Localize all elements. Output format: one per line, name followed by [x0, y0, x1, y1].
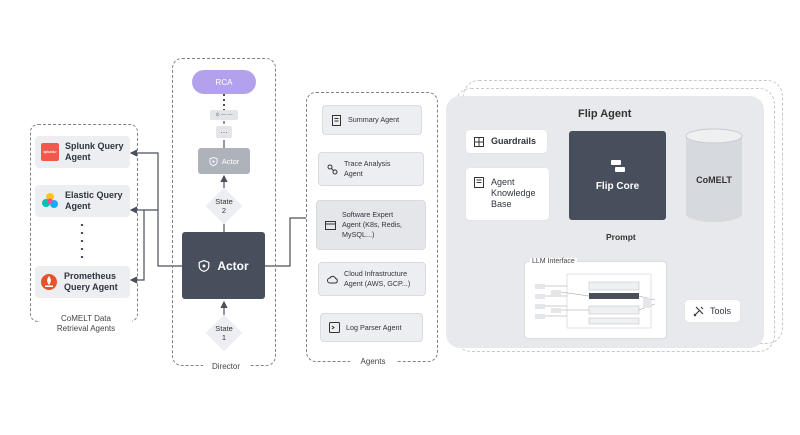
knowledge-base-box[interactable]: Agent Knowledge Base [466, 168, 549, 220]
agents-label: Agents [350, 357, 396, 366]
cloud-infrastructure-agent-label: Cloud Infrastructure Agent (AWS, GCP...) [344, 269, 411, 288]
elastic-query-agent-label: Elastic Query Agent [65, 190, 123, 211]
small-actor-node[interactable]: Actor [198, 148, 250, 174]
comelt-database[interactable] [685, 128, 743, 224]
prompt-label: Prompt [604, 232, 638, 242]
llm-interface-thumbnail [535, 273, 656, 329]
llm-interface-box[interactable] [525, 262, 666, 338]
flip-logo-icon [610, 160, 625, 172]
splunk-query-agent-label: Splunk Query Agent [65, 141, 124, 162]
llm-interface-label: LLM Interface [530, 258, 577, 265]
prometheus-query-agent[interactable]: Prometheus Query Agent [35, 266, 130, 298]
software-expert-agent-label: Software Expert Agent (K8s, Redis, MySQL… [342, 210, 402, 239]
tools-icon [693, 306, 704, 316]
guardrails-label: Guardrails [491, 136, 537, 146]
splunk-query-agent[interactable]: splunk> Splunk Query Agent [35, 136, 130, 168]
actor-to-agents-line [265, 217, 306, 267]
splunk-logo: splunk> [41, 143, 59, 161]
state-2-label: State 2 [215, 197, 233, 215]
terminal-icon [329, 322, 340, 333]
elastic-logo-icon [42, 193, 58, 208]
trace-icon [327, 164, 338, 174]
trace-analysis-agent[interactable]: Trace Analysis Agent [318, 152, 424, 186]
retrieval-agents-label: CoMELT Data Retrieval Agents [40, 314, 132, 334]
actor-label: Actor [217, 258, 249, 273]
flip-core-box[interactable]: Flip Core [569, 131, 666, 220]
guardrails-box[interactable]: Guardrails [466, 130, 547, 153]
director-label: Director [203, 362, 249, 371]
document-icon [332, 114, 341, 126]
grid-icon [474, 136, 484, 147]
prometheus-logo-icon [41, 274, 57, 290]
cloud-infrastructure-agent[interactable]: Cloud Infrastructure Agent (AWS, GCP...) [318, 262, 426, 296]
rca-node[interactable]: RCA [192, 70, 256, 94]
flip-core-label: Flip Core [595, 181, 640, 192]
state-1-label: State 1 [215, 324, 233, 342]
book-icon [474, 177, 484, 188]
shield-icon [198, 259, 210, 272]
tools-box[interactable]: Tools [685, 300, 740, 322]
window-icon [325, 220, 336, 230]
software-expert-agent[interactable]: Software Expert Agent (K8s, Redis, MySQL… [316, 200, 426, 250]
trace-analysis-agent-label: Trace Analysis Agent [344, 159, 391, 178]
actor-node[interactable]: Actor [182, 232, 265, 299]
elastic-query-agent[interactable]: Elastic Query Agent [35, 185, 130, 217]
ellipsis-node: … [216, 126, 232, 138]
flip-agent-title: Flip Agent [578, 108, 632, 120]
summary-agent-label: Summary Agent [348, 115, 400, 124]
knowledge-base-label: Agent Knowledge Base [491, 177, 536, 209]
small-actor-label: Actor [221, 156, 240, 166]
log-parser-agent-label: Log Parser Agent [346, 322, 402, 332]
shield-icon [209, 156, 218, 166]
cloud-icon [327, 275, 338, 283]
log-parser-agent[interactable]: Log Parser Agent [320, 313, 423, 342]
tools-label: Tools [710, 305, 732, 316]
summary-agent[interactable]: Summary Agent [322, 105, 422, 135]
prometheus-query-agent-label: Prometheus Query Agent [64, 271, 118, 292]
mini-graph-node: ⊙ — — [210, 110, 238, 120]
comelt-label: CoMELT [696, 175, 732, 185]
